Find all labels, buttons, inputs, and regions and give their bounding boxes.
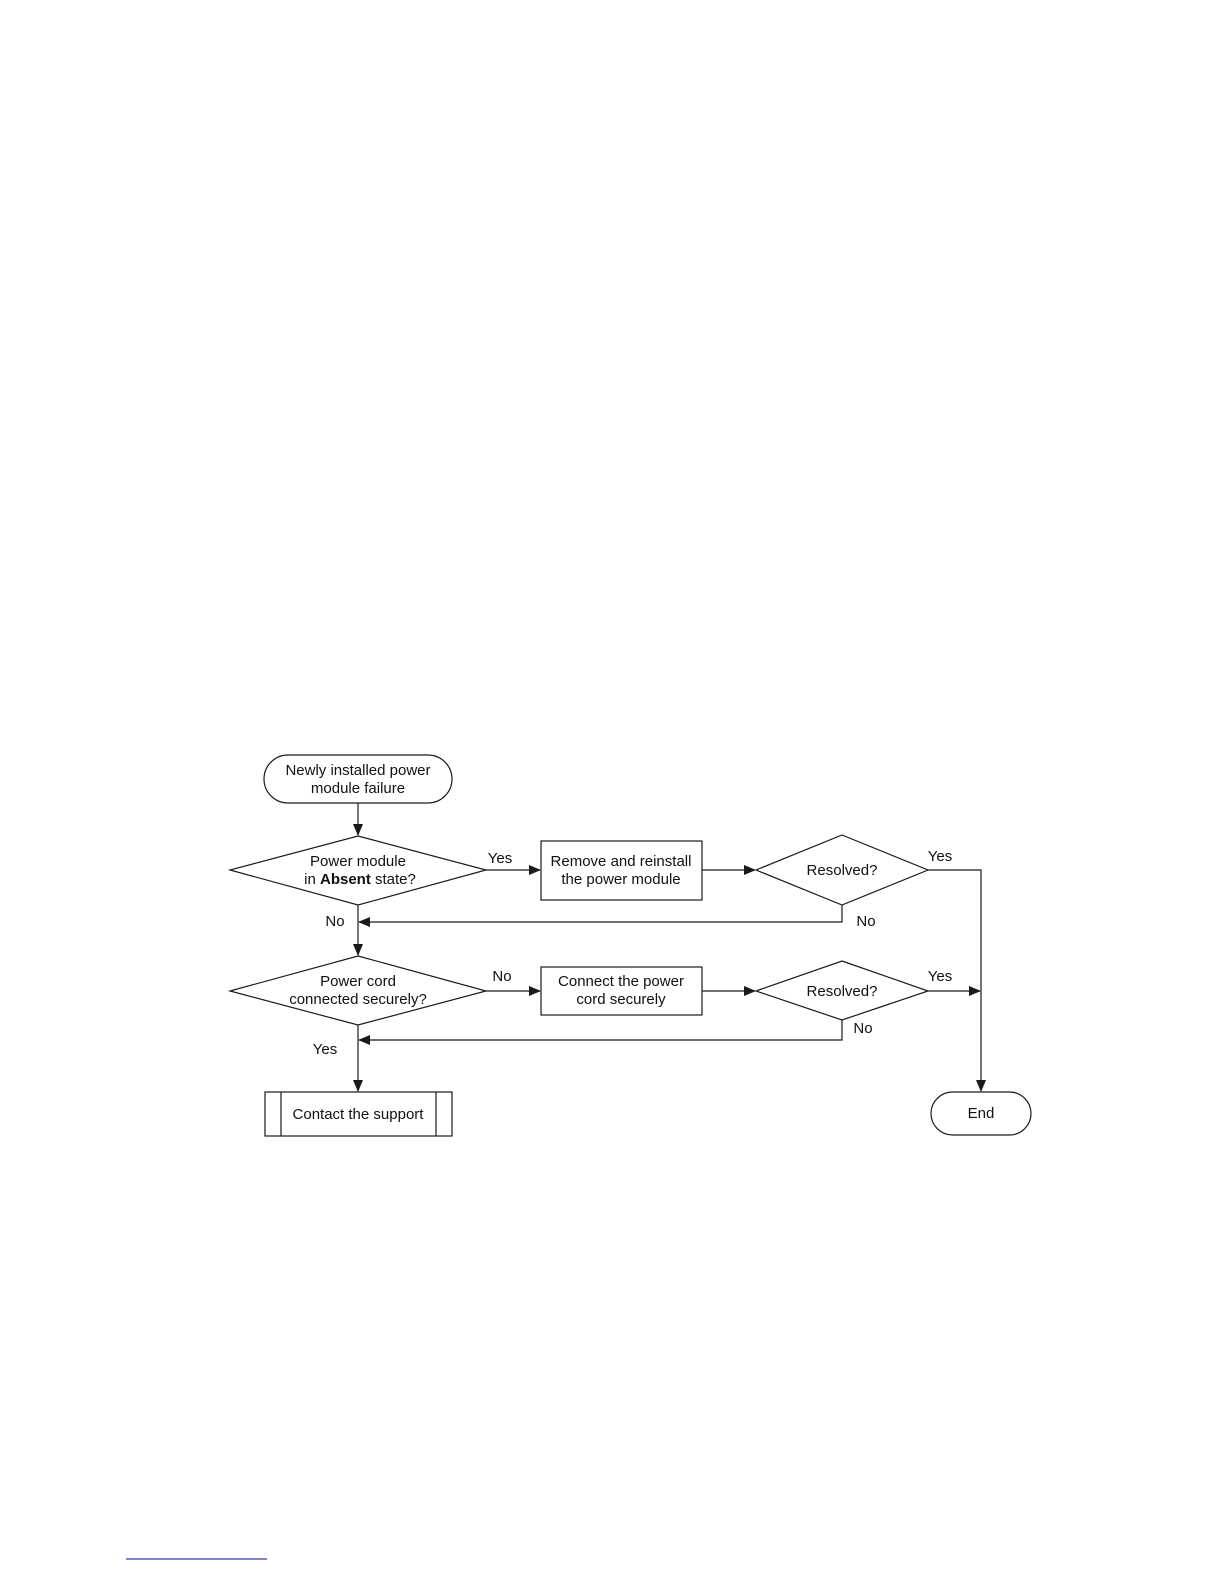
resolved1-label: Resolved? bbox=[807, 862, 878, 879]
decision1-suffix: state? bbox=[371, 871, 416, 888]
label-decision1-no: No bbox=[325, 913, 344, 930]
label-resolved1-no: No bbox=[856, 913, 875, 930]
label-decision1-yes: Yes bbox=[488, 850, 512, 867]
decision1-prefix: in bbox=[304, 871, 320, 888]
decision2-line-1: Power cord bbox=[320, 973, 396, 990]
decision2-line-2: connected securely? bbox=[289, 991, 427, 1008]
end-label: End bbox=[968, 1105, 995, 1122]
end-terminator: End bbox=[931, 1092, 1031, 1135]
resolved2-label: Resolved? bbox=[807, 983, 878, 1000]
predefined-contact-support: Contact the support bbox=[265, 1092, 452, 1136]
start-line-2: module failure bbox=[311, 780, 405, 797]
process-connect-cord: Connect the power cord securely bbox=[541, 967, 702, 1015]
label-resolved2-no: No bbox=[853, 1020, 872, 1037]
decision-resolved-1: Resolved? bbox=[756, 835, 928, 905]
start-terminator: Newly installed power module failure bbox=[264, 755, 452, 803]
label-decision2-no: No bbox=[492, 968, 511, 985]
process1-line-2: the power module bbox=[561, 871, 680, 888]
label-resolved1-yes: Yes bbox=[928, 848, 952, 865]
decision-cord-secure: Power cord connected securely? bbox=[230, 956, 486, 1025]
process2-line-2: cord securely bbox=[576, 991, 666, 1008]
decision1-line-1: Power module bbox=[310, 853, 406, 870]
decision1-line-2: in Absent state? bbox=[304, 871, 416, 888]
process-reinstall-module: Remove and reinstall the power module bbox=[541, 841, 702, 900]
edge-resolved2-no-loop bbox=[359, 1020, 842, 1040]
start-line-1: Newly installed power bbox=[285, 762, 430, 779]
process2-line-1: Connect the power bbox=[558, 973, 684, 990]
decision-absent-state: Power module in Absent state? bbox=[230, 836, 486, 905]
label-decision2-yes: Yes bbox=[313, 1041, 337, 1058]
process1-line-1: Remove and reinstall bbox=[551, 853, 692, 870]
decision1-bold-word: Absent bbox=[320, 871, 371, 888]
decision-resolved-2: Resolved? bbox=[756, 961, 928, 1020]
label-resolved2-yes: Yes bbox=[928, 968, 952, 985]
support-label: Contact the support bbox=[293, 1106, 425, 1123]
edge-resolved1-no-loop bbox=[359, 905, 842, 922]
